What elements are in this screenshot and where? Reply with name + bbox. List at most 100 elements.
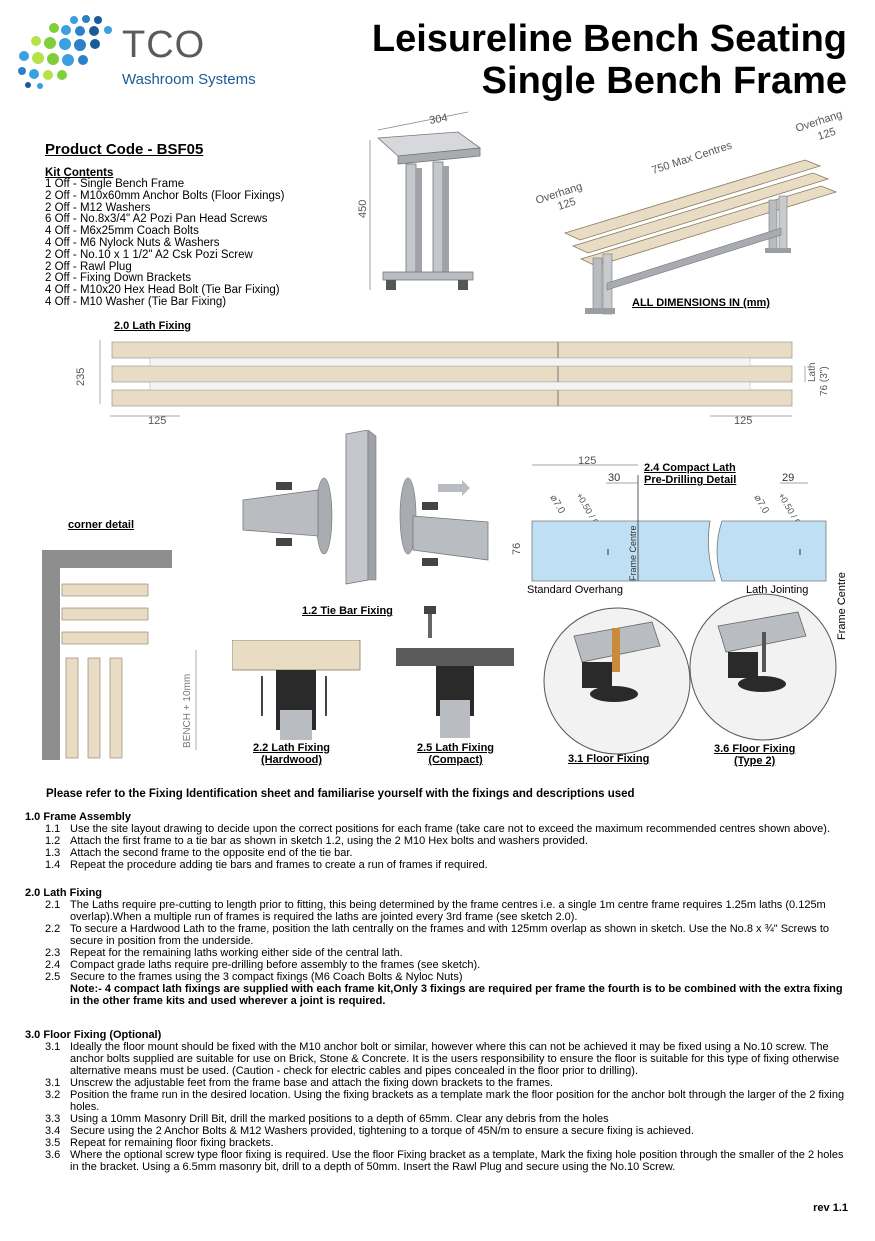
hardwood-label-1: 2.2 Lath Fixing bbox=[253, 742, 331, 754]
dim-lath-left: 125 bbox=[148, 415, 166, 427]
instruction-step: 2.3 Repeat for the remaining laths workin… bbox=[25, 947, 845, 959]
step-text: Secure to the frames using the 3 compact… bbox=[70, 971, 463, 983]
step-text: Repeat the procedure adding tie bars and… bbox=[70, 859, 488, 871]
dim-join-29: 29 bbox=[782, 472, 794, 484]
step-number: 3.1 bbox=[45, 1077, 61, 1089]
step-text: Where the optional screw type floor fixi… bbox=[70, 1149, 844, 1173]
kit-item: 6 Off - No.8x3/4" A2 Pozi Pan Head Screw… bbox=[45, 213, 268, 226]
intro-note: Please refer to the Fixing Identificatio… bbox=[46, 788, 635, 800]
step-text: Repeat for remaining floor fixing bracke… bbox=[70, 1137, 274, 1149]
step-number: 3.4 bbox=[45, 1125, 61, 1137]
floor-fixing-label: 3.1 Floor Fixing bbox=[568, 753, 650, 765]
step-text: Unscrew the adjustable feet from the fra… bbox=[70, 1077, 554, 1089]
kit-item: 4 Off - M10 Washer (Tie Bar Fixing) bbox=[45, 295, 227, 308]
hole-dia-left: ⌀7.0 bbox=[547, 493, 567, 516]
section-title: 3.0 Floor Fixing (Optional) bbox=[25, 1029, 162, 1041]
lath-label: Lath bbox=[807, 363, 818, 382]
corner-detail-label: corner detail bbox=[68, 519, 135, 531]
bench-plus-label: BENCH + 10mm bbox=[182, 674, 193, 748]
hardwood-fixing-drawing bbox=[232, 640, 361, 740]
step-text: Attach the second frame to the opposite … bbox=[70, 847, 353, 859]
dim-304: 304 bbox=[428, 112, 448, 127]
lath-fixing-label: 2.0 Lath Fixing bbox=[114, 320, 192, 332]
page-title: Leisureline Bench Seating Single Bench F… bbox=[287, 18, 847, 102]
compact-drilling-drawing: 125 30 ⌀7.0 +0.50 / 0 29 1 ⌀7.0 +0.50 / … bbox=[511, 455, 827, 582]
step-number: 3.6 bbox=[45, 1149, 61, 1161]
instruction-step: 1.2 Attach the first frame to a tie bar a… bbox=[25, 835, 845, 847]
instruction-step: 3.3 Using a 10mm Masonry Drill Bit, drill… bbox=[25, 1113, 845, 1125]
dim-450: 450 bbox=[357, 200, 369, 218]
floor-type2-label-2: (Type 2) bbox=[733, 755, 776, 767]
revision: rev 1.1 bbox=[813, 1202, 848, 1214]
compact-fixing-label: 2.5 Lath Fixing (Compact) bbox=[417, 742, 494, 766]
step-text: Position the frame run in the desired lo… bbox=[70, 1089, 845, 1113]
step-number: 3.3 bbox=[45, 1113, 61, 1125]
dim-height-76: 76 bbox=[511, 543, 523, 555]
step-text: The Laths require pre-cutting to length … bbox=[70, 899, 826, 923]
dim-std-125: 125 bbox=[578, 455, 596, 467]
all-dimensions-note: ALL DIMENSIONS IN (mm) bbox=[632, 297, 770, 309]
kit-contents-title: Kit Contents bbox=[45, 167, 114, 179]
lath-jointing-label: Lath Jointing bbox=[746, 584, 809, 596]
product-code: Product Code - BSF05 bbox=[45, 141, 204, 158]
compact-label-2: (Compact) bbox=[428, 754, 483, 766]
corner-detail-drawing: BENCH + 10mm bbox=[42, 550, 197, 760]
dim-235: 235 bbox=[75, 368, 87, 386]
instruction-step: 3.6 Where the optional screw type floor f… bbox=[25, 1149, 845, 1173]
instruction-step: 3.2 Position the frame run in the desired… bbox=[25, 1089, 845, 1113]
max-centres-label: 750 Max Centres bbox=[650, 139, 734, 176]
kit-item: 1 Off - Single Bench Frame bbox=[45, 178, 185, 190]
compact-fixing-drawing bbox=[396, 606, 514, 738]
frame-end-drawing: 304 450 bbox=[357, 111, 482, 290]
step-text: Using a 10mm Masonry Drill Bit, drill th… bbox=[70, 1113, 609, 1125]
floor-fixing-type2-label: 3.6 Floor Fixing (Type 2) bbox=[714, 743, 795, 767]
step-number: 3.5 bbox=[45, 1137, 61, 1149]
overhang-left-value: 125 bbox=[556, 196, 577, 213]
kit-item: 2 Off - M12 Washers bbox=[45, 201, 151, 214]
step-number: 3.2 bbox=[45, 1089, 61, 1101]
frame-centre-small: Frame Centre bbox=[628, 525, 638, 581]
step-text: Use the site layout drawing to decide up… bbox=[70, 823, 831, 835]
logo-subtitle: Washroom Systems bbox=[122, 71, 256, 88]
section-title: 2.0 Lath Fixing bbox=[25, 887, 103, 899]
kit-item: 2 Off - Fixing Down Brackets bbox=[45, 272, 192, 285]
step-number: 1.3 bbox=[45, 847, 61, 859]
kit-item: 2 Off - Rawl Plug bbox=[45, 260, 132, 273]
floor-fixing-type2-drawing bbox=[689, 593, 837, 741]
logo: TCO Washroom Systems bbox=[14, 14, 274, 94]
compact-title-2: Pre-Drilling Detail bbox=[644, 474, 737, 486]
instruction-step: 3.1 Unscrew the adjustable feet from the … bbox=[25, 1077, 845, 1089]
instruction-step: 1.3 Attach the second frame to the opposi… bbox=[25, 847, 845, 859]
standard-overhang-label: Standard Overhang bbox=[527, 584, 624, 596]
section-title: 1.0 Frame Assembly bbox=[25, 811, 131, 823]
hardwood-fixing-label: 2.2 Lath Fixing (Hardwood) bbox=[253, 742, 330, 766]
kit-item: 4 Off - M10x20 Hex Head Bolt (Tie Bar Fi… bbox=[45, 284, 280, 297]
step-text: Attach the first frame to a tie bar as s… bbox=[70, 835, 588, 847]
step-number: 1.2 bbox=[45, 835, 61, 847]
step-number: 2.3 bbox=[45, 947, 61, 959]
tie-bar-drawing bbox=[242, 430, 489, 585]
floor-fixing-drawing bbox=[543, 607, 691, 755]
hardwood-label-2: (Hardwood) bbox=[260, 754, 323, 766]
step-text: Secure using the 2 Anchor Bolts & M12 Wa… bbox=[70, 1125, 694, 1137]
step-number: 1.1 bbox=[45, 823, 61, 835]
compact-title-1: 2.4 Compact Lath bbox=[644, 462, 736, 474]
dim-lath-right: 125 bbox=[734, 415, 752, 427]
step-number: 2.4 bbox=[45, 959, 61, 971]
title-line-1: Leisureline Bench Seating bbox=[371, 18, 847, 60]
step-text: Repeat for the remaining laths working e… bbox=[70, 947, 403, 959]
title-line-2: Single Bench Frame bbox=[481, 60, 847, 102]
kit-item: 4 Off - M6 Nylock Nuts & Washers bbox=[45, 236, 220, 249]
step-number: 2.5 bbox=[45, 971, 61, 983]
bench-perspective-drawing: Overhang 125 750 Max Centres Overhang 12… bbox=[535, 109, 844, 315]
hole-dia-right: ⌀7.0 bbox=[751, 493, 771, 516]
